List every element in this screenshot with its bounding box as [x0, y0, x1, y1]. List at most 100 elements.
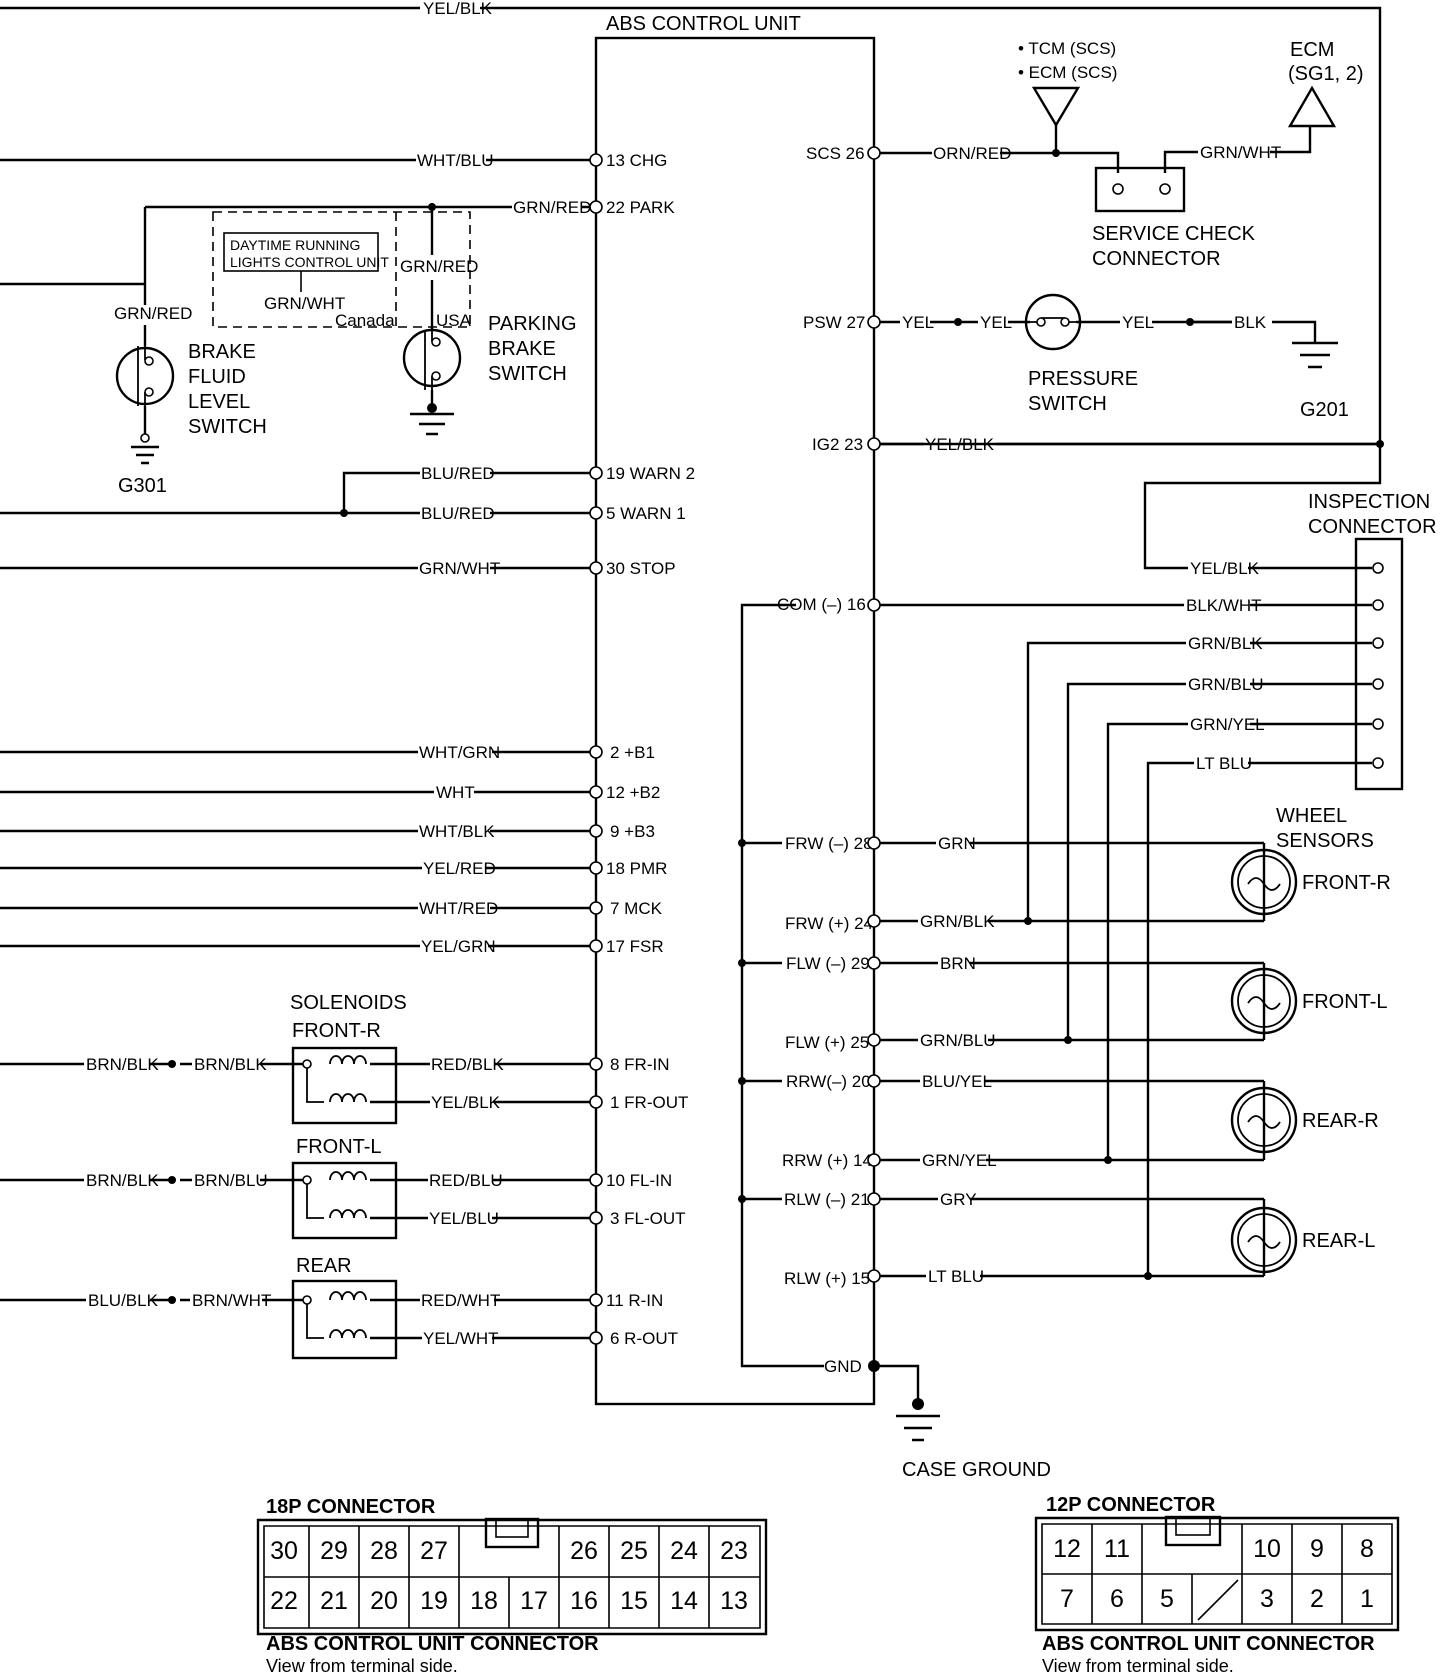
conn12-title: 12P CONNECTOR: [1046, 1494, 1216, 1516]
insp-3-wire-label: GRN/BLK: [1188, 634, 1263, 653]
rear-l-label: REAR-L: [1302, 1230, 1375, 1252]
pin-2-terminal: [589, 745, 603, 759]
pin-9-terminal: [589, 824, 603, 838]
r-src-b-label: BRN/WHT: [192, 1291, 271, 1310]
conn18-pin: 29: [320, 1537, 348, 1565]
conn18-pin: 17: [520, 1587, 548, 1615]
pin-30-terminal: [589, 561, 603, 575]
solenoids-title: SOLENOIDS: [290, 992, 407, 1014]
pin-r-in-label: 11 R-IN: [606, 1291, 663, 1310]
abs-control-unit: ABS CONTROL UNIT: [594, 13, 876, 1406]
pin-8-terminal: [589, 1057, 603, 1071]
pin-frw-minus-label: FRW (–) 28: [785, 834, 873, 853]
pin-rrw-minus-label: RRW(–) 20: [786, 1072, 871, 1091]
sol-rear-title: REAR: [296, 1255, 352, 1277]
solenoids-group: SOLENOIDS FRONT-R BRN/BLK BRN/BLK RED/BL…: [0, 992, 688, 1360]
psw-wire-3-label: YEL: [1122, 313, 1154, 332]
brake-switch-area: DAYTIME RUNNING LIGHTS CONTROL UNIT GRN/…: [114, 207, 577, 497]
top-yel-blk-wire: YEL/BLK: [0, 0, 1384, 570]
pin-14-terminal: [867, 1153, 881, 1167]
conn18-pin: 20: [370, 1587, 398, 1615]
park-wire-label: GRN/RED: [513, 198, 591, 217]
conn12-caption: ABS CONTROL UNIT CONNECTOR: [1042, 1633, 1375, 1655]
warn2-wire-label: BLU/RED: [421, 464, 495, 483]
fl-in-wire-label: RED/BLU: [429, 1171, 503, 1190]
flw-minus-wire-label: BRN: [940, 954, 976, 973]
inspection-label-2: CONNECTOR: [1308, 516, 1437, 538]
rrw-minus-wire-label: BLU/YEL: [922, 1072, 992, 1091]
conn18-caption: ABS CONTROL UNIT CONNECTOR: [266, 1633, 599, 1655]
conn12-pin: 7: [1060, 1585, 1074, 1613]
fl-out-wire-label: YEL/BLU: [429, 1209, 499, 1228]
rear-r-sensor: [1230, 1086, 1298, 1154]
pin-warn1-label: 5 WARN 1: [606, 504, 686, 523]
pin-15-terminal: [867, 1269, 881, 1283]
inspection-label-1: INSPECTION: [1308, 491, 1430, 513]
solenoid-front-l: [291, 1161, 398, 1240]
conn18-pin: 23: [720, 1537, 748, 1565]
rlw-plus-wire-label: LT BLU: [928, 1267, 984, 1286]
case-ground-icon: [896, 1414, 940, 1442]
abs-unit-title: ABS CONTROL UNIT: [606, 13, 801, 35]
b1-wire-label: WHT/GRN: [419, 743, 500, 762]
rrw-plus-wire-label: GRN/YEL: [922, 1151, 997, 1170]
canada-label: Canada: [335, 311, 395, 330]
drl-dashed-box: [212, 211, 471, 328]
conn18-sub: View from terminal side.: [266, 1656, 458, 1676]
pin-gnd-label: GND: [824, 1357, 862, 1376]
pin-16-terminal: [867, 598, 881, 612]
park-usa-wire-label: GRN/RED: [400, 257, 478, 276]
conn12-sub: View from terminal side.: [1042, 1656, 1234, 1676]
pin-23-terminal: [867, 437, 881, 451]
pin-com-label: COM (–) 16: [777, 595, 866, 614]
conn12-pin: 11: [1104, 1535, 1130, 1563]
pin-17-terminal: [589, 939, 603, 953]
pin-7-terminal: [589, 901, 603, 915]
b2-wire-label: WHT: [436, 783, 475, 802]
pin-18-terminal: [589, 861, 603, 875]
pin-fsr-label: 17 FSR: [606, 937, 664, 956]
mck-wire-label: WHT/RED: [419, 899, 498, 918]
conn18-pin: 30: [270, 1537, 298, 1565]
conn18-pin: 24: [670, 1537, 698, 1565]
service-check-connector: [1094, 166, 1186, 213]
pin-flw-minus-label: FLW (–) 29: [786, 954, 870, 973]
front-l-sensor: [1230, 967, 1298, 1035]
conn18-pin: 18: [470, 1587, 498, 1615]
pressure-label-2: SWITCH: [1028, 393, 1107, 415]
rlw-minus-wire-label: GRY: [940, 1190, 977, 1209]
fsr-wire-label: YEL/GRN: [421, 937, 496, 956]
tcm-ecm-input-icon: [1031, 86, 1081, 128]
g301-label: G301: [118, 475, 167, 497]
psw-gnd-wire-label: BLK: [1234, 313, 1267, 332]
conn18-pin: 15: [620, 1587, 648, 1615]
conn18-pin: 16: [570, 1587, 598, 1615]
conn18-pin: 25: [620, 1537, 648, 1565]
drl-label-2: LIGHTS CONTROL UNIT: [230, 254, 389, 270]
pin-rlw-minus-label: RLW (–) 21: [784, 1190, 870, 1209]
pin-rrw-plus-label: RRW (+) 14: [782, 1151, 872, 1170]
conn18-pin: 19: [420, 1587, 448, 1615]
warn1-wire-label: BLU/RED: [421, 504, 495, 523]
r-in-wire-label: RED/WHT: [421, 1291, 500, 1310]
rear-l-sensor: [1230, 1206, 1298, 1274]
pin-park-label: 22 PARK: [606, 198, 675, 217]
pin-fl-out-label: 3 FL-OUT: [610, 1209, 686, 1228]
ecm-label: ECM: [1290, 39, 1334, 61]
pmr-wire-label: YEL/RED: [423, 859, 496, 878]
conn12-bottom-row: 7 6 5 3 2 1: [1060, 1585, 1374, 1613]
front-r-sensor: [1230, 848, 1298, 916]
chg-wire-label: WHT/BLU: [417, 151, 494, 170]
conn12-pin: 8: [1360, 1535, 1374, 1563]
g301-ground-icon: [131, 445, 159, 465]
pin-b1-label: 2 +B1: [610, 743, 655, 762]
pin-27-terminal: [867, 315, 881, 329]
drl-out-wire-label: GRN/WHT: [264, 294, 345, 313]
inspection-connector: [1354, 537, 1404, 791]
conn18-pin: 22: [270, 1587, 298, 1615]
pin-chg-label: 13 CHG: [606, 151, 667, 170]
conn12-pin: 3: [1260, 1585, 1274, 1613]
pin-stop-label: 30 STOP: [606, 559, 676, 578]
pin-fl-in-label: 10 FL-IN: [606, 1171, 672, 1190]
pin-3-terminal: [589, 1211, 603, 1225]
